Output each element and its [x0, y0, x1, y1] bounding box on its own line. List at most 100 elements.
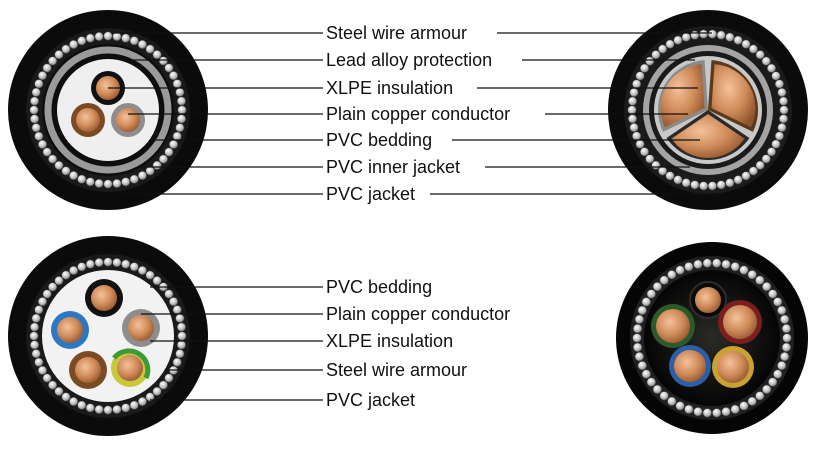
- steel-wire-armour-ring: [29, 257, 187, 415]
- core-blue: [51, 311, 89, 349]
- armour-wire: [777, 122, 787, 133]
- armour-wire: [766, 147, 777, 157]
- armour-wire: [176, 322, 187, 332]
- armour-wire: [164, 289, 174, 299]
- armour-wire: [747, 269, 757, 280]
- armour-wire: [137, 170, 147, 181]
- armour-wire: [702, 408, 712, 418]
- armour-wire: [94, 404, 104, 415]
- armour-wire: [176, 96, 187, 106]
- armour-wire: [739, 265, 749, 275]
- armour-wire: [175, 349, 185, 359]
- core-grey: [111, 103, 145, 137]
- armour-wire: [54, 50, 64, 60]
- armour-wire: [103, 257, 113, 267]
- armour-wire: [29, 322, 40, 332]
- armour-wire: [781, 342, 792, 353]
- armour-wire: [94, 31, 104, 42]
- label-pvc-jacket: PVC jacket: [326, 184, 415, 204]
- armour-wire: [145, 44, 155, 54]
- armour-wire: [639, 63, 650, 73]
- armour-wire: [42, 373, 52, 383]
- armour-wire: [37, 297, 48, 307]
- armour-wire: [37, 71, 48, 81]
- armour-wire: [85, 259, 95, 269]
- armour-wire: [112, 178, 122, 189]
- armour-wire: [707, 181, 718, 191]
- armour-wire: [741, 171, 751, 181]
- armour-wire: [634, 314, 645, 325]
- armour-wire: [725, 32, 735, 42]
- armour-wire: [31, 123, 41, 133]
- label-lead-alloy-protection: Lead alloy protection: [326, 50, 492, 70]
- armour-wire: [632, 323, 643, 334]
- cable-cross-section-5core-diagram-icon: [8, 236, 208, 436]
- armour-wire: [145, 270, 155, 280]
- armour-wire: [85, 403, 95, 413]
- top-labels: Steel wire armour Lead alloy protection …: [326, 23, 510, 204]
- label-plain-copper-conductor: Plain copper conductor: [326, 104, 510, 124]
- armour-wire: [658, 44, 668, 54]
- armour-wire: [771, 71, 781, 81]
- armour-wire: [145, 392, 155, 402]
- armour-wire: [77, 400, 87, 410]
- armour-wire: [690, 180, 700, 190]
- armour-wire: [673, 175, 683, 185]
- armour-wire: [54, 276, 64, 286]
- label-pvc-bedding: PVC bedding: [326, 130, 432, 150]
- armour-wire: [645, 154, 655, 164]
- armour-wire: [172, 79, 182, 89]
- armour-wire: [137, 265, 147, 276]
- armour-wire: [635, 71, 645, 81]
- armour-wire: [659, 275, 669, 285]
- armour-wire: [137, 39, 147, 50]
- armour-wire: [172, 131, 182, 141]
- armour-wire: [103, 179, 113, 189]
- armour-wire: [681, 32, 691, 42]
- armour-wire: [646, 289, 657, 299]
- armour-wire: [129, 400, 139, 410]
- armour-wire: [779, 105, 789, 115]
- armour-wire: [641, 297, 651, 307]
- core-black: [689, 281, 727, 319]
- steel-wire-armour-ring: [632, 258, 792, 418]
- armour-wire: [684, 404, 694, 415]
- top-leader-lines: [108, 32, 715, 195]
- armour-wire: [121, 259, 131, 269]
- armour-wire: [31, 313, 41, 323]
- armour-wire: [779, 314, 790, 325]
- label-xlpe-insulation-bottom: XLPE insulation: [326, 331, 453, 351]
- armour-wire: [61, 166, 71, 176]
- armour-wire: [747, 396, 757, 407]
- armour-wire: [646, 377, 657, 387]
- armour-wire: [761, 154, 771, 164]
- armour-wire: [158, 154, 168, 164]
- armour-wire: [103, 405, 113, 415]
- armour-wire: [652, 281, 663, 292]
- armour-wire: [48, 380, 58, 390]
- armour-wire: [730, 261, 740, 272]
- armour-wire: [175, 87, 185, 97]
- armour-wire: [48, 282, 58, 292]
- armour-wire: [702, 258, 712, 268]
- armour-wire: [176, 340, 187, 350]
- armour-wire: [129, 174, 139, 184]
- armour-wire: [778, 96, 789, 106]
- armour-wire: [34, 357, 44, 367]
- armour-wire: [631, 131, 642, 141]
- armour-wire: [637, 305, 647, 316]
- armour-wire: [175, 313, 185, 323]
- armour-wire: [42, 63, 52, 73]
- label-xlpe-insulation: XLPE insulation: [326, 78, 453, 98]
- armour-wire: [782, 333, 792, 343]
- armour-wire: [29, 96, 40, 106]
- armour-wire: [651, 50, 661, 60]
- armour-wire: [748, 166, 758, 176]
- armour-wire: [665, 39, 675, 49]
- core-grey: [122, 309, 160, 347]
- armour-wire: [177, 105, 187, 115]
- armour-wire: [733, 175, 743, 185]
- core-brown: [71, 103, 105, 137]
- armour-wire: [733, 35, 743, 45]
- armour-wire: [632, 333, 642, 343]
